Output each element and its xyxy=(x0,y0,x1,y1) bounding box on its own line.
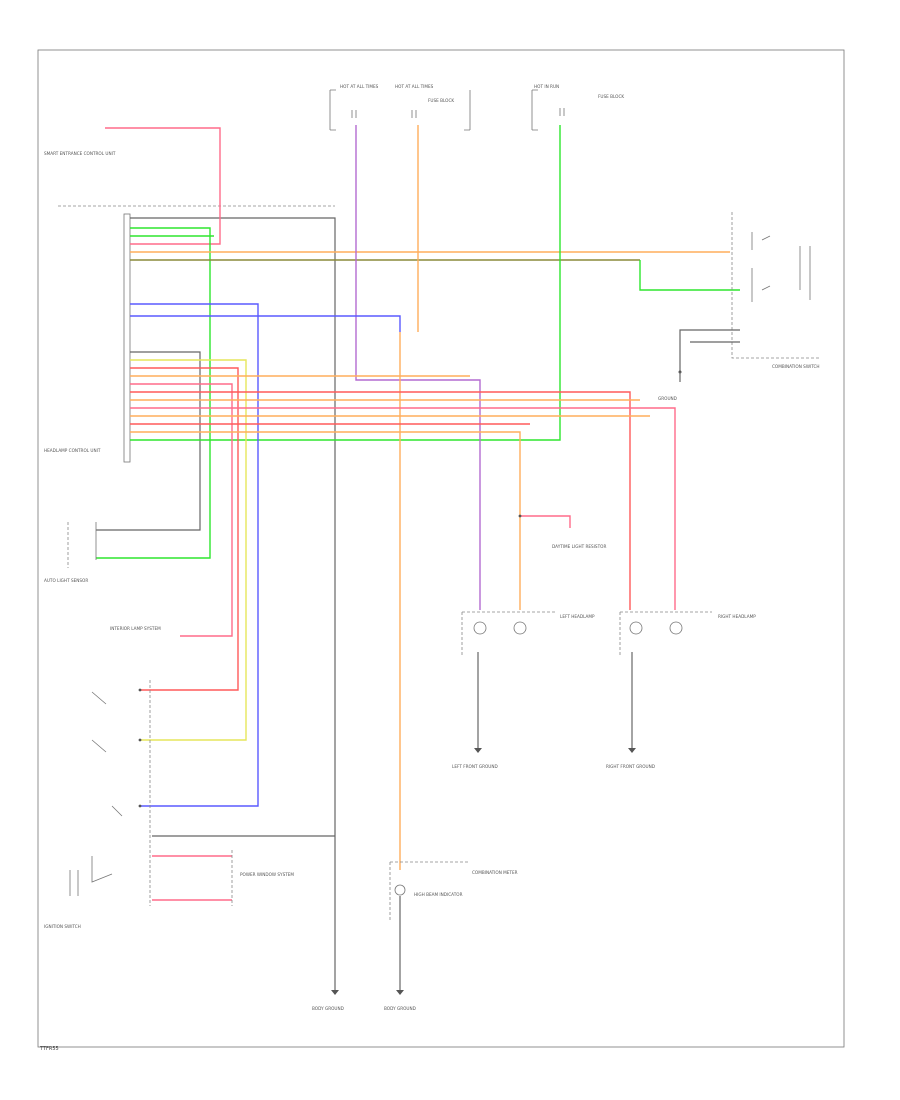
green-wire-hot-in-run xyxy=(130,125,561,441)
power-window-label: POWER WINDOW SYSTEM xyxy=(240,872,294,877)
sensor-ground-wire xyxy=(96,351,201,531)
auto-light-sensor-label: AUTO LIGHT SENSOR xyxy=(44,578,88,583)
red-wire-door xyxy=(130,367,239,691)
body-ground-2-label: BODY GROUND xyxy=(384,1006,416,1011)
combination-switch-label: COMBINATION SWITCH xyxy=(772,364,820,369)
right-front-ground-label: RIGHT FRONT GROUND xyxy=(606,764,655,769)
fuse-label-2: HOT AT ALL TIMES xyxy=(395,84,434,89)
daytime-light-resistor: DAYTIME LIGHT RESISTOR xyxy=(518,514,606,549)
left-headlamp-label: LEFT HEADLAMP xyxy=(560,614,595,619)
fuse-run-label: HOT IN RUN xyxy=(534,84,559,89)
diagram-frame xyxy=(37,49,845,1048)
red-wire-right-headlamp xyxy=(130,391,631,610)
fuse-box-hot-in-run: HOT IN RUN FUSE BLOCK xyxy=(531,84,624,131)
pink-wire-interior xyxy=(130,383,233,637)
right-headlamp: RIGHT HEADLAMP RIGHT FRONT GROUND xyxy=(606,611,756,769)
auto-light-sensor: AUTO LIGHT SENSOR xyxy=(44,522,97,583)
green-wire-sensor xyxy=(96,227,211,559)
yellow-wire xyxy=(130,359,247,741)
headlamp-control-label: HEADLAMP CONTROL UNIT xyxy=(44,448,101,453)
fuse-box-hot-at-all-times: HOT AT ALL TIMES HOT AT ALL TIMES FUSE B… xyxy=(329,84,471,131)
body-ground-1-label: BODY GROUND xyxy=(312,1006,344,1011)
pink-wire-smart-entrance xyxy=(105,127,221,245)
fuse-block-label: FUSE BLOCK xyxy=(428,98,454,103)
orange-wire-meter xyxy=(399,125,419,870)
daytime-resistor-label: DAYTIME LIGHT RESISTOR xyxy=(552,544,606,549)
combo-ground-label: GROUND xyxy=(658,396,677,401)
blue-wire-door-switch xyxy=(130,303,259,807)
body-ground-1-symbol xyxy=(331,990,339,995)
headlamp-control-unit: HEADLAMP CONTROL UNIT xyxy=(44,205,335,463)
high-beam-indicator-label: HIGH BEAM INDICATOR xyxy=(414,892,463,897)
door-switches xyxy=(91,680,151,906)
diagram-code: TTFR55 xyxy=(40,1046,59,1052)
left-headlamp: LEFT HEADLAMP LEFT FRONT GROUND xyxy=(452,611,595,769)
blue-wire-2 xyxy=(130,315,401,332)
interior-lamp-label: INTERIOR LAMP SYSTEM xyxy=(110,626,161,631)
ground-trunk-wire xyxy=(130,217,336,990)
combination-switch: COMBINATION SWITCH xyxy=(678,212,820,374)
combination-meter-label: COMBINATION METER xyxy=(472,870,518,875)
smart-entrance-label: SMART ENTRANCE CONTROL UNIT xyxy=(44,151,116,156)
pink-wire-right xyxy=(130,407,676,610)
fuse-block-2-label: FUSE BLOCK xyxy=(598,94,624,99)
fuse-label-1: HOT AT ALL TIMES xyxy=(340,84,379,89)
purple-wire-left-headlamp xyxy=(355,125,481,610)
right-headlamp-label: RIGHT HEADLAMP xyxy=(718,614,756,619)
combination-meter: COMBINATION METER HIGH BEAM INDICATOR BO… xyxy=(384,861,518,1011)
left-front-ground-label: LEFT FRONT GROUND xyxy=(452,764,498,769)
ignition-switch-label: IGNITION SWITCH xyxy=(44,924,81,929)
green-wire-combo-switch xyxy=(639,260,740,291)
orange-wire-left-headlamp xyxy=(130,431,521,610)
ignition-switch: POWER WINDOW SYSTEM IGNITION SWITCH xyxy=(44,835,335,929)
